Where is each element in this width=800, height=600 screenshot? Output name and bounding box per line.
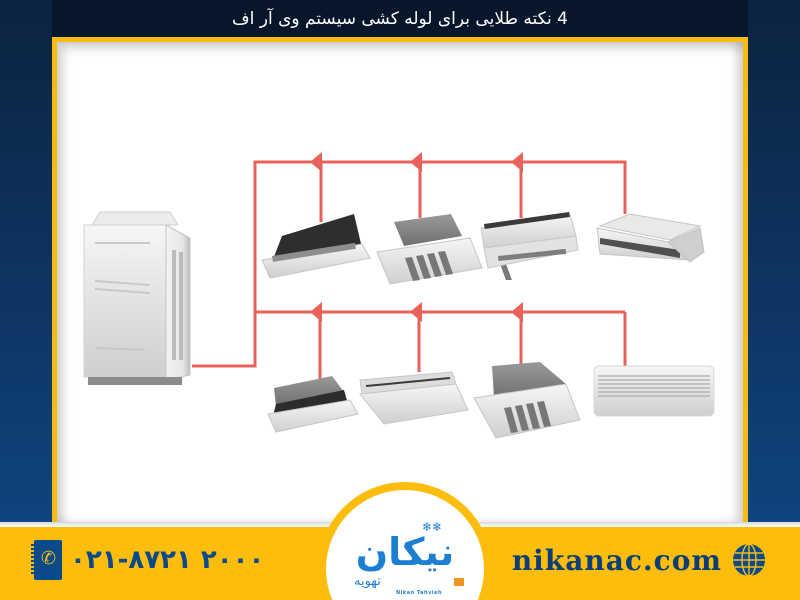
website-contact[interactable]: nikanac.com [512, 540, 766, 580]
phone-book-icon: ✆ [31, 540, 62, 580]
title-bar: 4 نکته طلایی برای لوله کشی سیستم وی آر ا… [52, 0, 748, 37]
globe-icon [733, 543, 765, 577]
website-link[interactable]: nikanac.com [511, 543, 722, 577]
phone-number[interactable]: ۰۲۱-۸۷۲۱ ۲۰۰۰ [70, 545, 265, 575]
image-frame [52, 37, 748, 527]
logo-subtitle: تهویه [354, 574, 381, 589]
page-title: 4 نکته طلایی برای لوله کشی سیستم وی آر ا… [231, 8, 568, 29]
right-side-panel [748, 0, 800, 527]
logo-wordmark: نیکان [355, 530, 455, 574]
left-side-panel [0, 0, 54, 527]
logo-latin-text: Nikan Tahvieh [396, 590, 443, 596]
handset-icon: ✆ [41, 548, 57, 569]
logo-accent-squares [454, 578, 464, 586]
phone-contact[interactable]: ✆ ۰۲۱-۸۷۲۱ ۲۰۰۰ [31, 540, 265, 580]
snowflake-icon: ❄❄ [422, 520, 443, 534]
